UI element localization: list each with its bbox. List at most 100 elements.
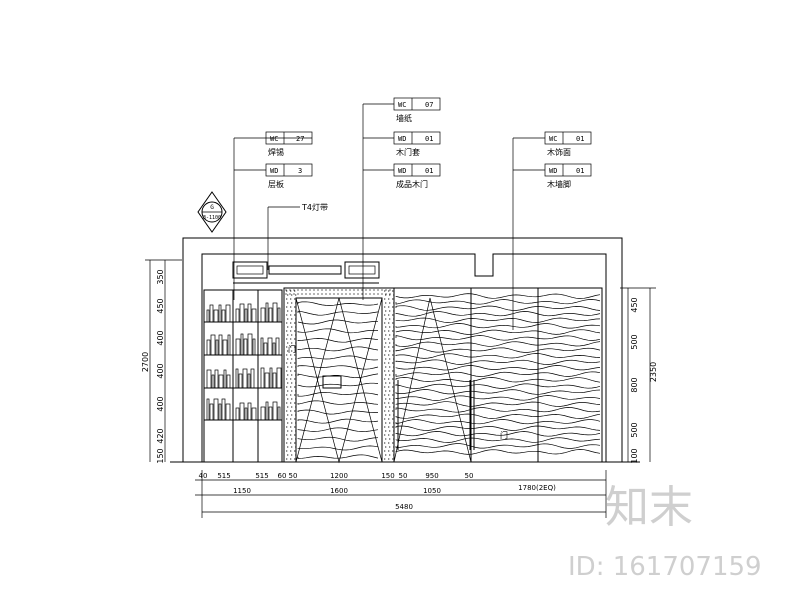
grain-line	[297, 445, 379, 451]
book	[235, 407, 240, 421]
bottom-dim-5: 1200	[330, 472, 348, 480]
bottom-row2-2: 1050	[423, 487, 441, 495]
frame-dot	[353, 293, 355, 295]
frame-dot	[377, 289, 379, 291]
frame-dot	[297, 289, 299, 291]
grain-line	[395, 425, 601, 431]
book	[214, 369, 219, 389]
bottom-dim-2: 515	[255, 472, 268, 480]
book	[222, 339, 228, 356]
frame-dot	[294, 354, 296, 356]
frame-dot	[290, 458, 292, 460]
frame-dot	[291, 446, 293, 448]
frame-dot	[385, 326, 387, 328]
frame-dot	[349, 293, 351, 295]
frame-dot	[392, 426, 394, 428]
frame-dot	[290, 298, 292, 300]
frame-dot	[287, 446, 289, 448]
book	[251, 308, 257, 323]
frame-dot	[392, 346, 394, 348]
frame-dot	[287, 318, 289, 320]
frame-dot	[333, 293, 335, 295]
book	[206, 398, 210, 421]
book	[276, 367, 282, 389]
callout-left-lower-code: WD	[270, 167, 278, 175]
frame-dot	[385, 446, 387, 448]
frame-dot	[290, 442, 292, 444]
frame-dot	[385, 302, 387, 304]
frame-dot	[325, 293, 327, 295]
frame-dot	[290, 338, 292, 340]
frame-dot	[286, 330, 288, 332]
door-frame-dots	[285, 289, 395, 460]
frame-dot	[286, 346, 288, 348]
frame-dot	[295, 446, 297, 448]
frame-dot	[285, 289, 287, 291]
bottom-dim-6: 150	[381, 472, 394, 480]
frame-dot	[385, 414, 387, 416]
frame-dot	[294, 362, 296, 364]
frame-dot	[295, 326, 297, 328]
book	[264, 372, 270, 389]
frame-dot	[317, 289, 319, 291]
callout-light-strip: T4灯带	[267, 202, 328, 270]
frame-dot	[384, 298, 386, 300]
frame-dot	[321, 293, 323, 295]
book	[272, 372, 277, 389]
frame-dot	[385, 406, 387, 408]
frame-dot	[388, 418, 390, 420]
frame-dot	[385, 310, 387, 312]
frame-dot	[295, 350, 297, 352]
grain-line	[395, 353, 601, 359]
frame-dot	[392, 442, 394, 444]
book	[263, 342, 268, 356]
book	[213, 398, 219, 421]
frame-dot	[290, 434, 292, 436]
shelf-books	[206, 302, 282, 421]
grain-line	[395, 317, 601, 323]
frame-dot	[389, 382, 391, 384]
grain-line	[297, 355, 379, 361]
frame-dot	[301, 289, 303, 291]
frame-dot	[287, 310, 289, 312]
frame-dot	[365, 289, 367, 291]
frame-dot	[384, 418, 386, 420]
grain-line	[395, 293, 601, 299]
frame-dot	[286, 434, 288, 436]
frame-dot	[392, 314, 394, 316]
frame-dot	[291, 382, 293, 384]
frame-dot	[291, 358, 293, 360]
frame-dot	[392, 338, 394, 340]
frame-dot	[287, 374, 289, 376]
book	[235, 368, 239, 389]
frame-dot	[385, 382, 387, 384]
frame-dot	[291, 302, 293, 304]
left-dim-seg-6: 150	[156, 448, 165, 463]
light-strip-label: T4灯带	[301, 202, 328, 212]
frame-dot	[294, 346, 296, 348]
frame-dot	[385, 334, 387, 336]
frame-dot	[297, 293, 299, 295]
left-dimensions: 2700 350 450 400 400 400 420 150	[141, 269, 165, 463]
book	[225, 304, 231, 323]
grain-line	[395, 305, 601, 311]
book	[277, 307, 281, 323]
frame-dot	[290, 426, 292, 428]
frame-dot	[392, 354, 394, 356]
grain-line	[395, 407, 601, 413]
frame-dot	[291, 390, 293, 392]
frame-dot	[388, 458, 390, 460]
frame-dot	[294, 434, 296, 436]
frame-dot	[287, 414, 289, 416]
book	[247, 303, 252, 323]
grain-line	[297, 427, 379, 432]
frame-dot	[385, 422, 387, 424]
grain-line	[395, 395, 601, 401]
book	[209, 304, 214, 323]
frame-dot	[392, 434, 394, 436]
grain-line	[395, 371, 601, 377]
frame-dot	[388, 378, 390, 380]
frame-dot	[295, 430, 297, 432]
frame-dot	[294, 426, 296, 428]
